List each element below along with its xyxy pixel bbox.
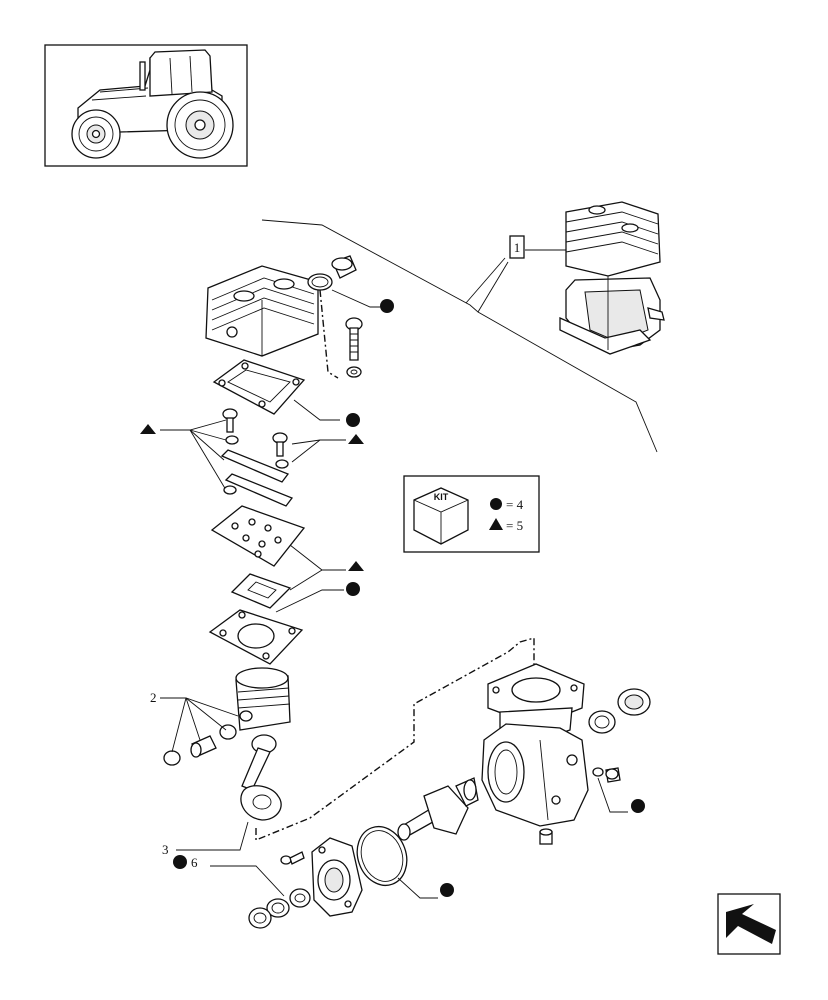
crankcase	[481, 663, 589, 827]
kit-triangle-count: = 5	[506, 518, 523, 533]
circle-marker-5	[440, 883, 454, 897]
bearing-and-seal	[588, 688, 651, 734]
oring	[356, 825, 408, 887]
item-1-label: 1	[514, 240, 521, 255]
cylinder-head	[205, 265, 319, 357]
filled-circle-icon	[490, 498, 502, 510]
kit-label: KIT	[434, 492, 449, 502]
circle-marker-4	[631, 799, 645, 813]
plug-and-oring	[307, 255, 357, 291]
triangle-marker-1	[140, 424, 156, 434]
triangle-marker-2	[348, 434, 364, 444]
tractor-thumbnail[interactable]	[44, 44, 248, 167]
tractor-icon	[71, 49, 234, 159]
front-cover	[311, 837, 363, 917]
kit-circle-count: = 4	[506, 497, 524, 512]
small-plug	[539, 828, 553, 845]
cylinder-gasket	[208, 609, 304, 665]
valve-screws-and-plates	[220, 408, 294, 507]
circle-marker-6	[173, 855, 187, 869]
plug-screw	[592, 767, 621, 783]
triangle-marker-3	[348, 561, 364, 571]
cover-screw	[280, 851, 305, 865]
circle-marker-3	[346, 582, 360, 596]
valve-plate	[210, 505, 306, 567]
item-1-callout-box	[509, 235, 525, 259]
item-6-label: 6	[191, 855, 198, 870]
head-gasket	[212, 359, 306, 415]
filled-triangle-icon	[489, 518, 503, 530]
kit-legend: KIT = 4 = 5	[403, 475, 540, 553]
cube-icon	[413, 487, 469, 545]
valve-gasket	[230, 573, 292, 609]
bolt-with-washer	[345, 317, 363, 378]
item-3-label: 3	[162, 842, 169, 857]
circle-marker-2	[346, 413, 360, 427]
piston-pin-and-clips	[163, 724, 237, 766]
connecting-rod	[240, 734, 282, 821]
compressor-assembly	[559, 201, 665, 355]
item-2-label: 2	[150, 690, 157, 705]
back-arrow-icon[interactable]	[717, 893, 781, 955]
crankshaft	[397, 777, 479, 841]
circle-marker-1	[380, 299, 394, 313]
piston	[235, 667, 291, 731]
seal-rings	[248, 888, 311, 929]
